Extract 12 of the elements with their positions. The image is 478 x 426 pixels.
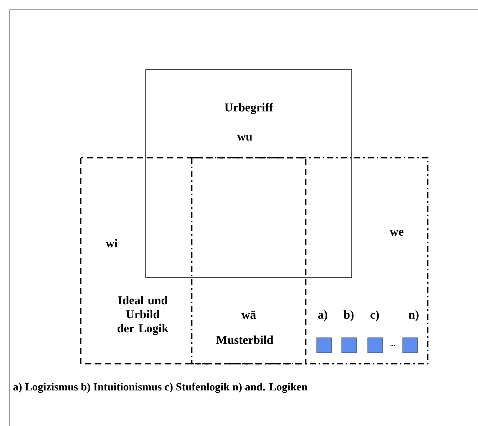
square xyxy=(368,338,384,354)
square xyxy=(342,338,358,354)
item-letter: c) xyxy=(370,310,380,322)
square xyxy=(402,338,418,354)
concept-box: Urbegriff wu xyxy=(146,70,352,278)
area-label: Musterbild xyxy=(216,336,274,344)
square xyxy=(316,338,332,354)
item-letter: a) xyxy=(318,310,328,322)
area-label: wä xyxy=(242,310,256,320)
caption: a) Logizismus b) Intuitionismus c) Stufenlogik n) and. Logiken xyxy=(14,382,308,394)
item-letter: n) xyxy=(409,310,419,322)
item-letter: b) xyxy=(344,310,354,322)
